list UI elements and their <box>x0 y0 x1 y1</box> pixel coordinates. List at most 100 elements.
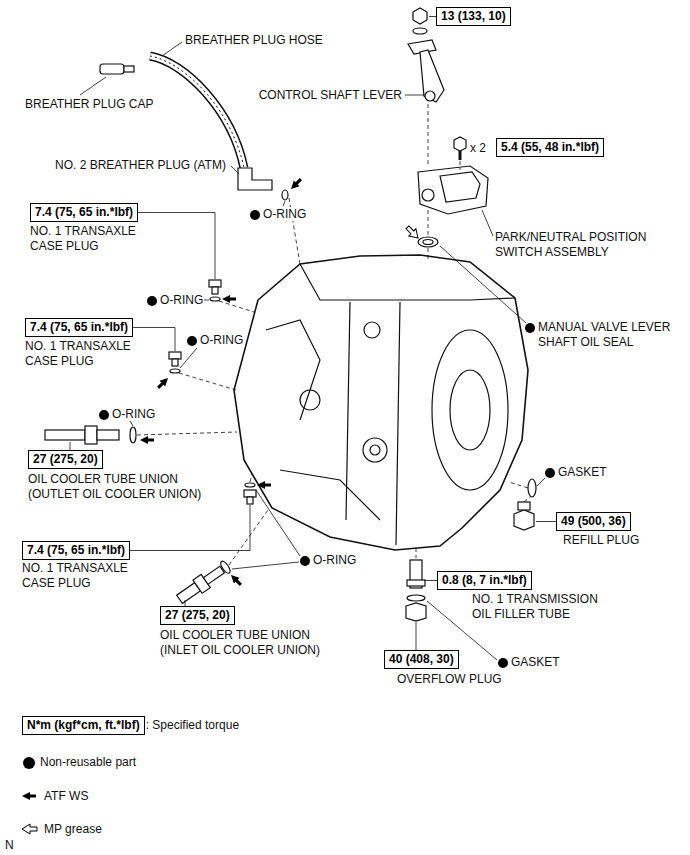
leader-line <box>232 562 299 569</box>
assembly-line <box>509 482 528 488</box>
part-name: MANUAL VALVE LEVER SHAFT OIL SEAL <box>538 320 671 349</box>
part-label: NO. 1 TRANSAXLE CASE PLUG <box>22 561 157 591</box>
atf-arrow <box>222 295 236 303</box>
part-label: GASKET <box>558 465 607 480</box>
torque-leader <box>133 328 175 352</box>
lever-nut <box>413 8 427 24</box>
atf-arrow-sample <box>22 792 36 800</box>
breather-cap-nozzle <box>124 66 134 72</box>
leader-line <box>162 42 182 56</box>
torque-value: N*m (kgf*cm, ft.*lbf) <box>27 718 140 732</box>
part-label: NO. 1 TRANSMISSION OIL FILLER TUBE <box>472 592 612 622</box>
o-ring <box>210 297 220 301</box>
part-label: x 2 <box>470 141 486 156</box>
lever-hub <box>425 91 435 101</box>
oil-seal <box>418 237 438 247</box>
part-label: NO. 1 TRANSAXLE CASE PLUG <box>30 224 165 254</box>
park-neutral-switch <box>418 166 488 214</box>
case-boss <box>363 438 387 462</box>
control-shaft-lever <box>420 50 444 102</box>
gasket <box>407 595 425 601</box>
part-name: BREATHER PLUG HOSE <box>185 33 323 47</box>
part-name: O-RING <box>112 407 155 421</box>
o-ring <box>130 427 136 443</box>
part-name: NO. 2 BREATHER PLUG (ATM) <box>55 158 226 172</box>
atf-arrow <box>257 481 271 489</box>
torque-leader <box>536 521 556 522</box>
part-name: NO. 1 TRANSAXLE CASE PLUG <box>30 224 136 253</box>
torque-box: 27 (275, 20) <box>160 606 235 625</box>
part-label: NO. 2 BREATHER PLUG (ATM) <box>55 158 226 173</box>
o-ring <box>282 190 288 200</box>
bell-housing <box>432 330 508 490</box>
atf-arrow <box>140 436 154 444</box>
assembly-line <box>219 301 254 312</box>
torque-leader <box>424 580 437 581</box>
part-label: O-RING <box>313 553 356 568</box>
inlet-union-thread <box>203 566 224 584</box>
torque-value: 40 (408, 30) <box>389 652 454 666</box>
filler-tube-collar <box>407 580 425 586</box>
leader-line <box>283 201 285 206</box>
gasket <box>528 479 536 497</box>
case-plug-shank <box>212 287 218 294</box>
torque-value: 49 (500, 36) <box>561 514 626 528</box>
part-name: REFILL PLUG <box>563 533 639 547</box>
non-reusable-dot <box>525 323 535 333</box>
o-ring <box>245 483 255 487</box>
assembly-line <box>428 210 429 236</box>
switch-detail <box>440 172 480 202</box>
torque-box: 27 (275, 20) <box>28 450 103 469</box>
part-label: N <box>5 838 14 853</box>
case-plug <box>244 490 256 497</box>
assembly-line <box>229 510 268 565</box>
assembly-line <box>460 161 461 170</box>
part-label: PARK/NEUTRAL POSITION SWITCH ASSEMBLY <box>495 230 680 260</box>
torque-box: 7.4 (75, 65 in.*lbf) <box>30 203 138 222</box>
transaxle-case <box>234 255 528 550</box>
torque-value: 27 (275, 20) <box>165 608 230 622</box>
part-label: REFILL PLUG <box>563 533 639 548</box>
torque-box: 49 (500, 36) <box>556 512 631 531</box>
label-leaders <box>80 42 545 660</box>
part-name: OVERFLOW PLUG <box>397 672 502 686</box>
non-reusable-dot <box>498 658 508 668</box>
case-rim <box>300 264 515 300</box>
case-plug-shank <box>247 497 253 504</box>
leader-line <box>482 210 493 236</box>
torque-value: 7.4 (75, 65 in.*lbf) <box>35 205 133 219</box>
case-plug <box>169 352 181 359</box>
legend-torque-box: N*m (kgf*cm, ft.*lbf) <box>22 716 145 735</box>
legend-text: : Specified torque <box>146 718 239 732</box>
breather-plug <box>238 168 272 190</box>
torque-box: 5.4 (55, 48 in.*lbf) <box>496 138 604 157</box>
torque-box: 7.4 (75, 65 in.*lbf) <box>25 318 133 337</box>
part-name: O-RING <box>200 333 243 347</box>
case-boss <box>300 390 320 410</box>
o-ring <box>219 560 232 575</box>
torque-box: 7.4 (75, 65 in.*lbf) <box>22 541 130 560</box>
non-reusable-dot <box>250 210 260 220</box>
case-rib <box>396 302 400 545</box>
non-reusable-marks <box>23 210 555 769</box>
non-reusable-dot-sample <box>23 757 35 769</box>
part-name: GASKET <box>558 465 607 479</box>
atf-arrow <box>155 375 171 391</box>
part-name: NO. 1 TRANSAXLE CASE PLUG <box>22 561 128 590</box>
torque-leader <box>416 622 417 650</box>
switch-bolt <box>454 137 466 151</box>
legend-entry: MP grease <box>44 822 102 837</box>
leader-line <box>180 348 197 368</box>
part-name: OIL COOLER TUBE UNION (OUTLET OIL COOLER… <box>28 472 201 501</box>
atf-ws-marks <box>22 176 304 800</box>
part-name: NO. 1 TRANSAXLE CASE PLUG <box>25 339 131 368</box>
part-label: NO. 1 TRANSAXLE CASE PLUG <box>25 339 160 369</box>
part-label: BREATHER PLUG HOSE <box>185 33 323 48</box>
torque-value: 7.4 (75, 65 in.*lbf) <box>30 320 128 334</box>
part-name: O-RING <box>263 207 306 221</box>
mp-grease-marks <box>22 224 422 834</box>
torque-value: 27 (275, 20) <box>33 452 98 466</box>
part-label: BREATHER PLUG CAP <box>25 97 153 112</box>
torque-value: 5.4 (55, 48 in.*lbf) <box>501 140 599 154</box>
